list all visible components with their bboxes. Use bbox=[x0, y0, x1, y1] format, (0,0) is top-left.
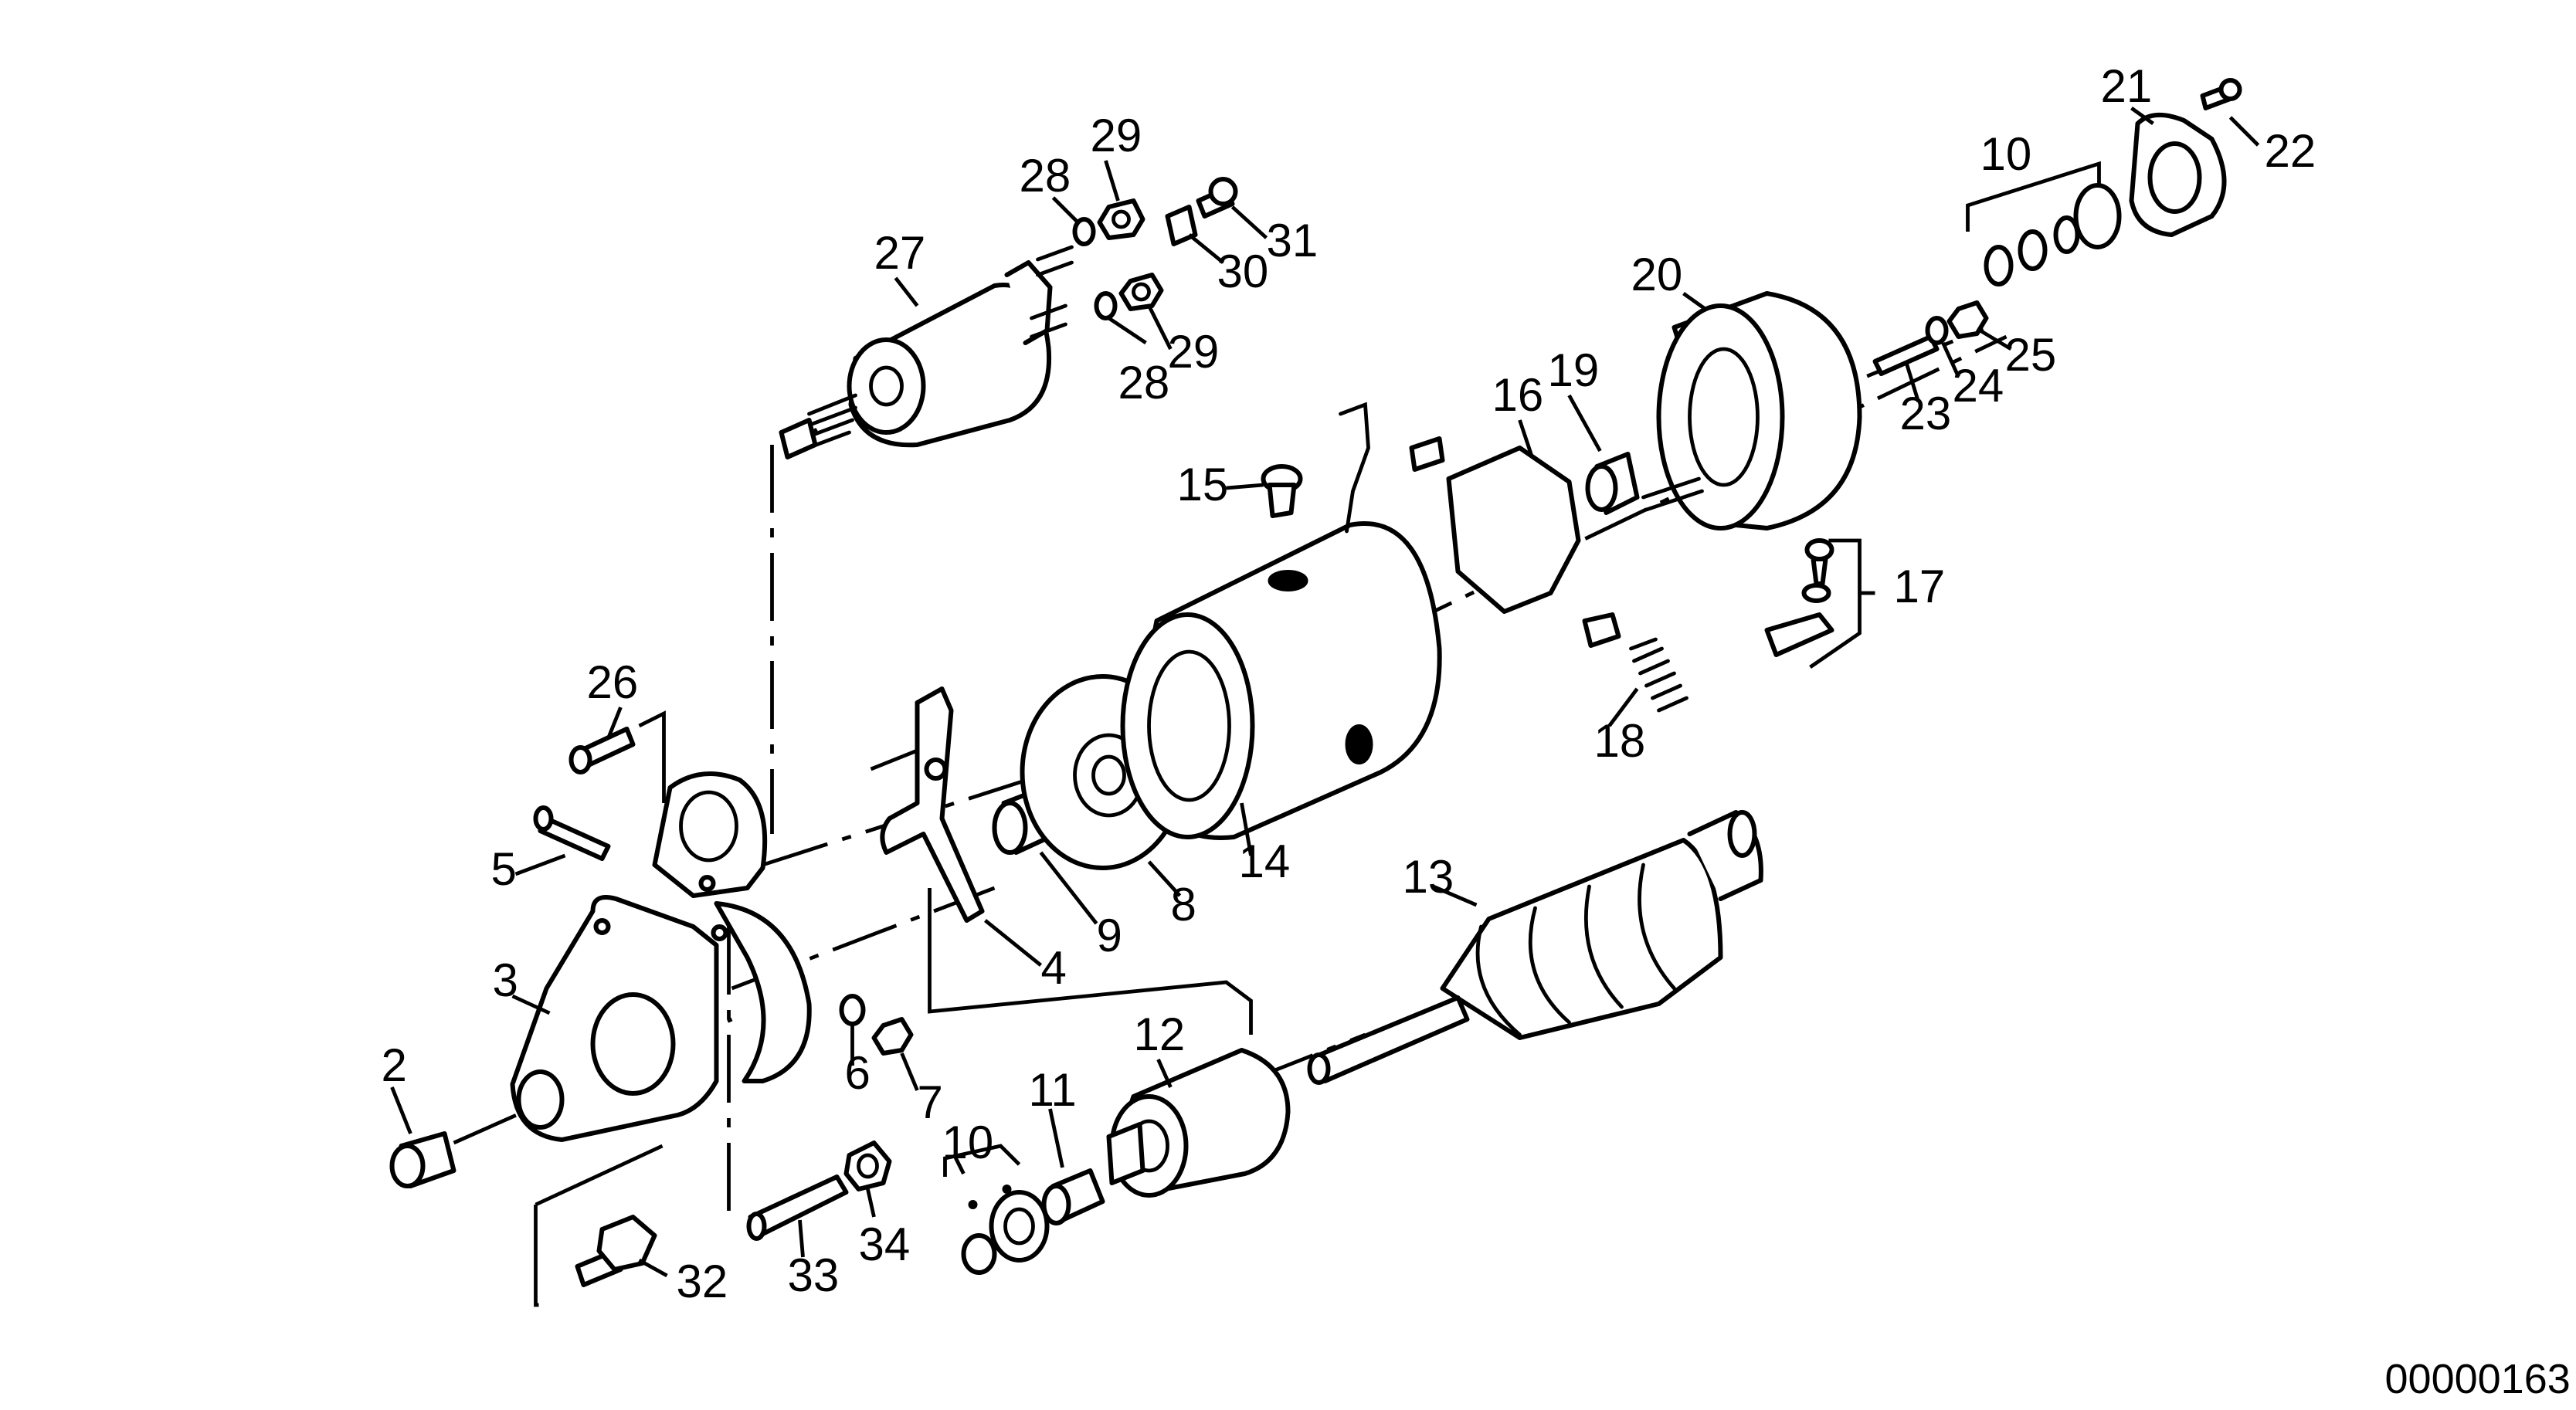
callout-29-upper: 29 bbox=[1091, 110, 1142, 161]
part-28-washer-upper bbox=[1072, 217, 1096, 246]
part-14-pole-housing bbox=[1120, 402, 1442, 840]
part-24-washer bbox=[1925, 316, 1949, 345]
part-28-washer-lower bbox=[1094, 291, 1118, 320]
callout-13: 13 bbox=[1403, 851, 1454, 903]
part-29-nut-upper bbox=[1097, 198, 1145, 240]
part-21-end-cover bbox=[2129, 112, 2227, 237]
part-6-washer bbox=[839, 994, 866, 1026]
callout-14: 14 bbox=[1239, 835, 1291, 887]
part-12-drive-pinion bbox=[1106, 1048, 1291, 1198]
callout-22: 22 bbox=[2265, 125, 2316, 177]
callout-24: 24 bbox=[1953, 360, 2004, 412]
part-2-bushing bbox=[389, 1131, 456, 1188]
callout-2: 2 bbox=[382, 1039, 407, 1091]
callout-30: 30 bbox=[1217, 246, 1269, 297]
part-5-screw bbox=[533, 805, 611, 861]
part-25-nut bbox=[1946, 300, 1989, 339]
callout-28-lower: 28 bbox=[1118, 357, 1170, 408]
callout-5: 5 bbox=[491, 843, 517, 895]
callout-8: 8 bbox=[1171, 879, 1196, 930]
callout-7: 7 bbox=[918, 1076, 943, 1128]
callout-25: 25 bbox=[2005, 329, 2057, 381]
part-29-nut-lower bbox=[1118, 273, 1164, 311]
part-20-commutator-end-shield bbox=[1641, 291, 1862, 530]
part-30-plate bbox=[1165, 205, 1198, 246]
callout-20: 20 bbox=[1631, 249, 1683, 300]
part-26-screw bbox=[568, 727, 636, 774]
part-23-bolt bbox=[1872, 334, 1940, 376]
callout-labels: 2 3 4 5 6 7 8 9 10 11 12 13 14 15 16 17 … bbox=[382, 60, 2316, 1307]
callout-10-upper: 10 bbox=[1980, 128, 2032, 180]
callout-12: 12 bbox=[1134, 1008, 1186, 1060]
part-23-24-25-through-bolt-hardware bbox=[1872, 300, 1989, 376]
part-13-armature bbox=[1307, 810, 1763, 1085]
callout-32: 32 bbox=[677, 1256, 728, 1307]
part-10-stop-ring-kit-lower bbox=[961, 1185, 1050, 1275]
callout-34: 34 bbox=[859, 1218, 911, 1270]
part-34-nut bbox=[843, 1141, 892, 1191]
part-33-stud bbox=[746, 1174, 849, 1241]
part-10-seal-kit-upper bbox=[1984, 183, 2122, 286]
part-7-nut bbox=[871, 1017, 914, 1056]
part-27-solenoid-switch bbox=[779, 245, 1074, 459]
callout-19: 19 bbox=[1548, 344, 1600, 396]
part-19-bushing bbox=[1585, 452, 1640, 515]
part-28-29-30-31-terminal-hardware bbox=[1072, 177, 1238, 320]
drawing-reference-code: 00000163 bbox=[2385, 1356, 2571, 1402]
part-17-brush-kit bbox=[1764, 538, 1834, 657]
callout-29-lower: 29 bbox=[1168, 326, 1220, 378]
callout-23: 23 bbox=[1900, 388, 1952, 439]
callout-6: 6 bbox=[845, 1047, 871, 1099]
callout-11: 11 bbox=[1029, 1064, 1077, 1116]
callout-26: 26 bbox=[587, 656, 639, 708]
callout-33: 33 bbox=[788, 1249, 840, 1301]
leader-lines bbox=[390, 107, 2260, 1278]
part-11-ring bbox=[1041, 1168, 1105, 1225]
callout-10-lower: 10 bbox=[942, 1117, 994, 1168]
callout-31: 31 bbox=[1267, 215, 1319, 266]
part-18-spring bbox=[1629, 637, 1688, 713]
callout-27: 27 bbox=[874, 227, 926, 279]
callout-17: 17 bbox=[1894, 561, 1946, 612]
callout-9: 9 bbox=[1097, 910, 1122, 961]
callout-3: 3 bbox=[493, 954, 518, 1006]
callout-16: 16 bbox=[1492, 369, 1544, 421]
callout-21: 21 bbox=[2101, 60, 2153, 112]
part-4-shift-lever bbox=[880, 686, 985, 923]
part-32-stud bbox=[575, 1215, 657, 1287]
callout-15: 15 bbox=[1177, 459, 1229, 510]
part-16-brush-holder bbox=[1409, 436, 1621, 648]
part-3-drive-end-housing bbox=[510, 771, 812, 1142]
callout-4: 4 bbox=[1041, 942, 1067, 994]
part-22-screw bbox=[2200, 78, 2242, 110]
callout-18: 18 bbox=[1594, 715, 1646, 767]
callout-28-upper: 28 bbox=[1020, 150, 1071, 202]
part-15-screw bbox=[1261, 464, 1303, 518]
